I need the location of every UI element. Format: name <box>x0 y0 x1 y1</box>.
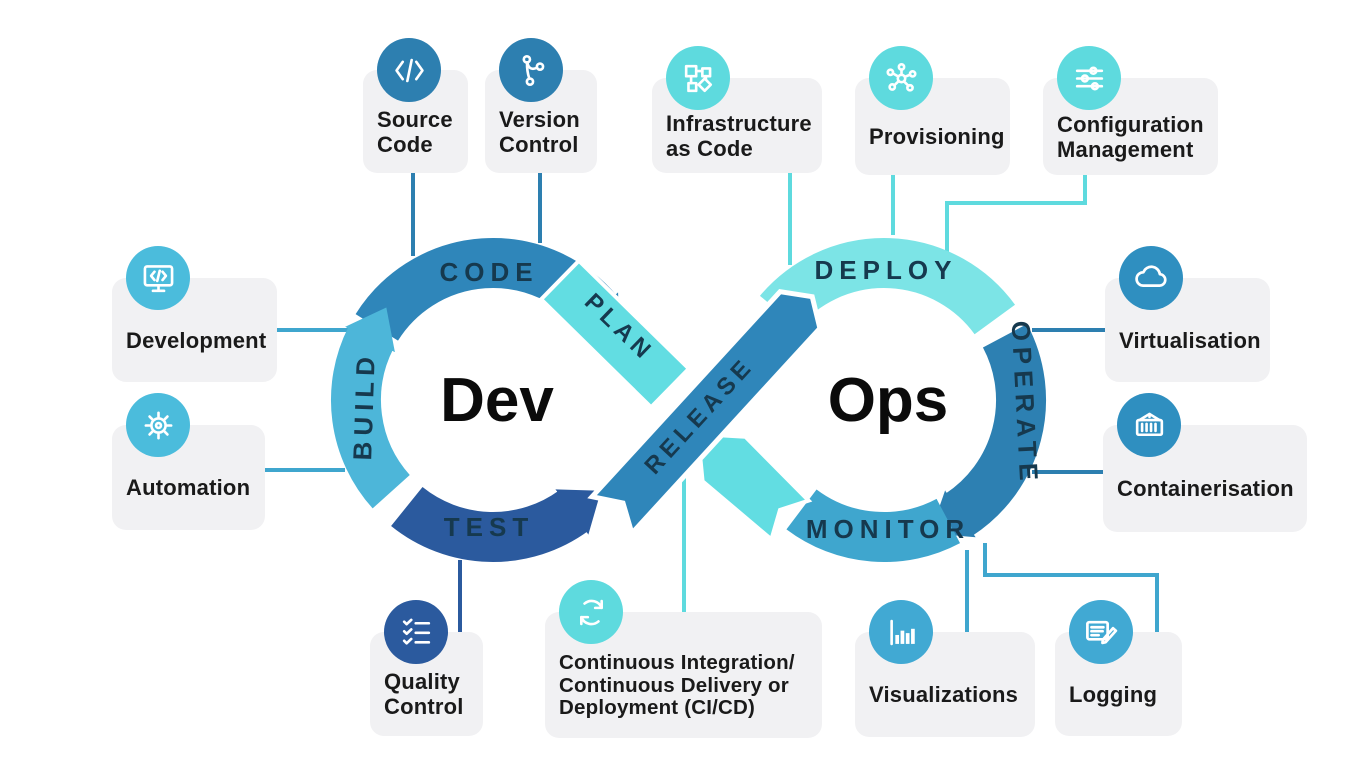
card-label: Code <box>377 131 433 157</box>
card-label: Automation <box>126 475 251 501</box>
ops-loop <box>759 238 1047 563</box>
branch-icon <box>499 38 563 102</box>
note-pencil-icon <box>1069 600 1133 664</box>
container-icon <box>1117 393 1181 457</box>
card-label: Infrastructure <box>666 110 812 136</box>
card-version-control: Version Control <box>485 38 597 173</box>
cloud-icon <box>1119 246 1183 310</box>
card-label: Continuous Delivery or <box>559 673 789 697</box>
card-provisioning: Provisioning <box>855 46 1010 175</box>
gear-icon <box>126 393 190 457</box>
card-source-code: Source Code <box>363 38 468 173</box>
build-label: BUILD <box>347 350 381 460</box>
release-band <box>587 289 823 539</box>
test-label: TEST <box>444 512 534 542</box>
code-label: CODE <box>439 257 538 287</box>
ops-left-arrow <box>695 431 813 543</box>
connector-logging <box>983 543 1159 632</box>
card-label: Provisioning <box>869 124 1005 150</box>
card-quality-control: Quality Control <box>370 600 483 736</box>
card-label: Source <box>377 106 453 132</box>
plan-band <box>538 257 692 411</box>
card-visualizations: Visualizations <box>855 600 1035 737</box>
card-label: Logging <box>1069 681 1158 707</box>
card-label: Containerisation <box>1117 476 1294 502</box>
card-label: Quality <box>384 669 460 695</box>
card-label: Configuration <box>1057 111 1204 137</box>
card-configuration-management: Configuration Management <box>1043 46 1218 175</box>
sliders-icon <box>1057 46 1121 110</box>
deploy-arc <box>759 238 1016 335</box>
card-containerisation: Containerisation <box>1103 393 1307 532</box>
bar-chart-icon <box>869 600 933 664</box>
code-icon <box>377 38 441 102</box>
card-development: Development <box>112 246 277 382</box>
card-logging: Logging <box>1055 600 1182 736</box>
card-automation: Automation <box>112 393 265 530</box>
card-infrastructure-as-code: Infrastructure as Code <box>652 46 822 173</box>
dev-word: Dev <box>440 366 554 435</box>
monitor-arc <box>786 489 961 563</box>
diagram-icon <box>666 46 730 110</box>
card-label: Deployment (CI/CD) <box>559 696 756 720</box>
test-arc <box>391 486 602 562</box>
operate-arc <box>930 323 1047 538</box>
card-label: Development <box>126 327 267 353</box>
card-label: Management <box>1057 136 1194 162</box>
deploy-label: DEPLOY <box>815 255 958 285</box>
card-ci-cd: Continuous Integration/ Continuous Deliv… <box>545 580 822 738</box>
sync-icon <box>559 580 623 644</box>
checklist-icon <box>384 600 448 664</box>
ops-word: Ops <box>828 366 949 435</box>
card-label: Control <box>499 131 579 157</box>
card-label: Visualizations <box>869 682 1019 708</box>
connector-configuration <box>945 175 1087 266</box>
card-label: Version <box>499 106 580 132</box>
build-arc <box>331 307 411 509</box>
card-label: Virtualisation <box>1119 327 1261 353</box>
network-icon <box>869 46 933 110</box>
card-label: Control <box>384 694 464 719</box>
card-label: Continuous Integration/ <box>559 650 795 674</box>
card-virtualisation: Virtualisation <box>1105 246 1270 382</box>
monitor-label: MONITOR <box>806 514 970 544</box>
monitor-code-icon <box>126 246 190 310</box>
card-label: as Code <box>666 135 753 161</box>
